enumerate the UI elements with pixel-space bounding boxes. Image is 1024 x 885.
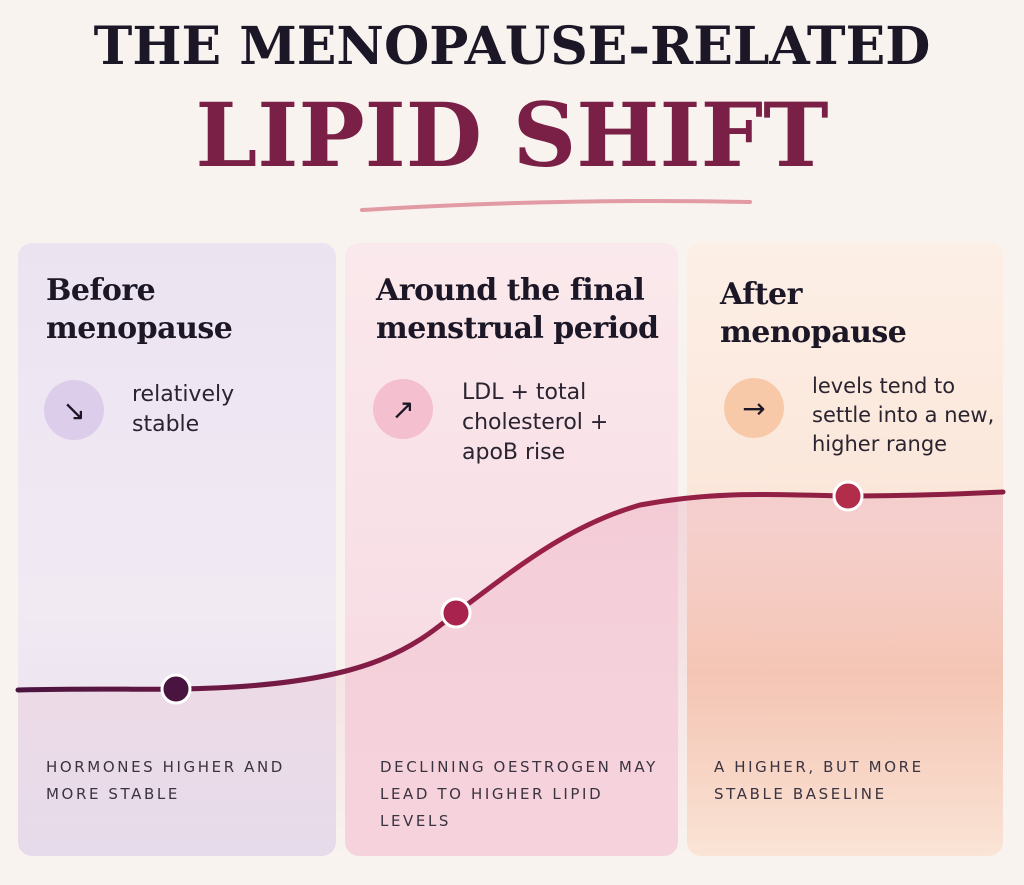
arrow-right-glyph: → xyxy=(742,391,766,425)
title-line-1: THE MENOPAUSE-RELATED xyxy=(93,16,931,77)
stage-description-before: relatively stable xyxy=(132,382,235,437)
arrow-right-icon: → xyxy=(724,378,784,438)
trend-point-before xyxy=(160,673,192,705)
stage-note-after: A HIGHER, BUT MORE STABLE BASELINE xyxy=(714,758,924,803)
title-line-2: LIPID SHIFT xyxy=(195,83,829,187)
trend-point-around xyxy=(440,597,472,629)
stage-heading-before: Before menopause xyxy=(46,273,233,346)
stage-heading-after: After menopause xyxy=(720,277,907,350)
stage-note-before: HORMONES HIGHER AND MORE STABLE xyxy=(46,758,285,803)
title-block: THE MENOPAUSE-RELATED LIPID SHIFT xyxy=(0,0,1024,230)
title-underline xyxy=(360,199,752,212)
trend-point-after xyxy=(832,480,864,512)
stage-heading-around: Around the final menstrual period xyxy=(376,273,659,346)
arrow-up-right-glyph: ↗ xyxy=(391,392,415,426)
stage-description-around: LDL + total cholesterol + apoB rise xyxy=(462,380,609,465)
arrow-up-right-icon: ↗ xyxy=(373,379,433,439)
trend-area xyxy=(18,492,1003,856)
stage-description-after: levels tend to settle into a new, higher… xyxy=(812,374,995,456)
arrow-down-right-icon: ↘ xyxy=(44,380,104,440)
arrow-down-right-glyph: ↘ xyxy=(62,393,86,427)
stage-note-around: DECLINING OESTROGEN MAY LEAD TO HIGHER L… xyxy=(380,758,658,830)
